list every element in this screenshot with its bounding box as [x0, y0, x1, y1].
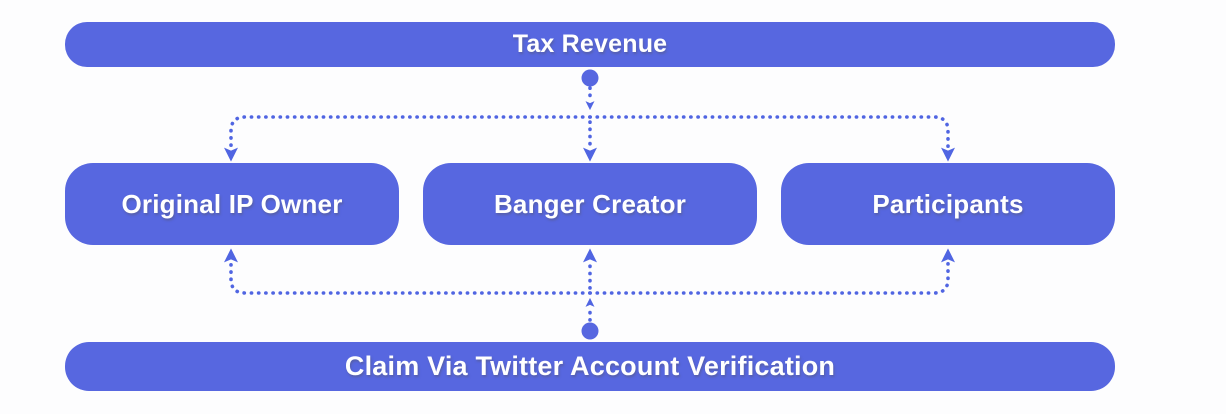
node-tax-revenue: Tax Revenue	[65, 22, 1115, 67]
top-branch-right-connector	[588, 115, 955, 162]
node-banger-creator-label: Banger Creator	[493, 188, 687, 219]
node-banger-creator: Banger Creator	[423, 163, 757, 245]
node-original-ip-owner: Original IP Owner	[65, 163, 399, 245]
top-branch-left-connector	[224, 115, 592, 162]
bottom-junction-dot	[581, 322, 599, 340]
bottom-branch-right-connector	[588, 248, 955, 295]
node-claim-via-twitter-verification-label: Claim Via Twitter Account Verification	[344, 351, 836, 381]
node-original-ip-owner-label: Original IP Owner	[121, 188, 343, 219]
node-tax-revenue-label: Tax Revenue	[512, 30, 668, 58]
top-junction-dot	[581, 69, 599, 87]
node-claim-via-twitter-verification: Claim Via Twitter Account Verification	[65, 342, 1115, 391]
node-participants: Participants	[781, 163, 1115, 245]
node-participants-label: Participants	[872, 188, 1024, 219]
bottom-branch-left-connector	[224, 248, 592, 295]
